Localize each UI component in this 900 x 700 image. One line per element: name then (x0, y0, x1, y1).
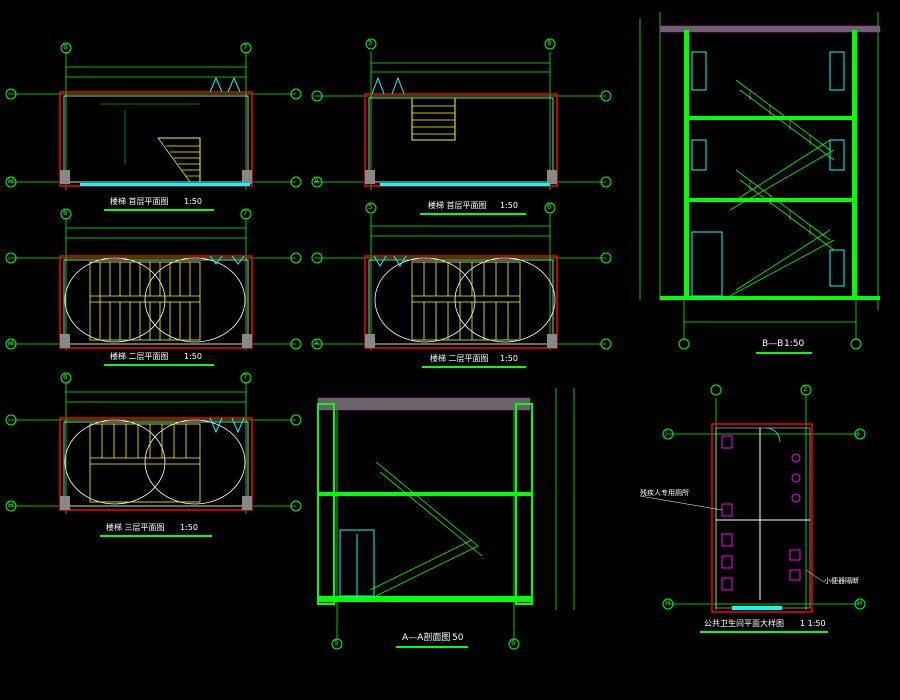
underline-restroom (700, 631, 828, 633)
title-plan-first-floor-mid: 楼梯 首层平面图 (428, 201, 487, 210)
axis-label-5-plan2: 5 (368, 39, 373, 47)
axis-label-7-plan3: 7 (243, 209, 248, 217)
axis-label-a-plan4: A (314, 339, 319, 347)
underline-plan3 (104, 364, 214, 366)
plan-second-floor-left (5, 208, 302, 350)
axis-label-h-plan3: H (8, 339, 14, 347)
axis-label-5-sectionaa: 5 (334, 639, 339, 647)
axis-label-2-restroom: 2 (803, 385, 808, 393)
axis-label-a-plan2: A (314, 177, 319, 185)
title-plan-second-floor-left: 楼梯 二层平面图 (110, 352, 169, 361)
plan-second-floor-mid (311, 202, 612, 350)
restroom-plan (639, 384, 866, 613)
title-plan-second-floor-mid: 楼梯 二层平面图 (430, 354, 489, 363)
axis-label-j-restroom-right: J (857, 429, 860, 437)
axis-label-j-restroom-left: J (665, 429, 668, 437)
axis-label-6-sectionaa: 6 (511, 639, 516, 647)
plan-third-floor-left (5, 372, 302, 514)
scale-plan-second-floor-mid: 1:50 (500, 354, 518, 363)
axis-label-h-restroom-left: H (665, 599, 671, 607)
scale-restroom-plan: 1 1:50 (800, 619, 826, 628)
title-section-b-b: B—B (762, 339, 784, 349)
scale-plan-first-floor-left: 1:50 (184, 197, 202, 206)
axis-label-h-plan5: H (8, 501, 14, 509)
restroom-callout-urinal: 小便器隔断 (824, 577, 859, 585)
axis-label-6-plan4: 6 (547, 203, 552, 211)
axis-label-7-plan1: 7 (243, 43, 248, 51)
scale-section-b-b: 1:50 (784, 339, 805, 349)
underline-plan2 (420, 213, 526, 215)
axis-label-5-plan4: 5 (368, 203, 373, 211)
axis-label-6-plan1: 6 (63, 43, 68, 51)
plan-first-floor-mid (311, 38, 612, 190)
section-a-a (317, 388, 575, 650)
axis-label-6-plan2: 6 (547, 39, 552, 47)
scale-section-a-a: 50 (452, 633, 464, 643)
plan-first-floor-left (5, 42, 302, 190)
title-plan-first-floor-left: 楼梯 首层平面图 (110, 197, 169, 206)
title-plan-third-floor-left: 楼梯 三层平面图 (106, 523, 165, 532)
section-b-b (639, 12, 881, 350)
axis-label-h-restroom-right: H (857, 599, 863, 607)
scale-plan-second-floor-left: 1:50 (184, 352, 202, 361)
underline-plan5 (100, 535, 212, 537)
axis-label-7-plan5: 7 (243, 373, 248, 381)
axis-label-h-plan1: H (8, 177, 14, 185)
underline-plan1 (104, 209, 214, 211)
axis-label-6-plan3: 6 (63, 209, 68, 217)
restroom-callout-accessible: 残疾人专用厕所 (640, 489, 689, 497)
underline-section-bb (756, 352, 812, 354)
title-section-a-a: A—A剖面图 (402, 633, 451, 643)
axis-label-6-plan5: 6 (63, 373, 68, 381)
underline-plan4 (422, 366, 526, 368)
title-restroom-plan: 公共卫生间平面大样图 (704, 619, 784, 628)
scale-plan-first-floor-mid: 1:50 (500, 201, 518, 210)
scale-plan-third-floor-left: 1:50 (180, 523, 198, 532)
underline-section-aa (396, 646, 468, 648)
